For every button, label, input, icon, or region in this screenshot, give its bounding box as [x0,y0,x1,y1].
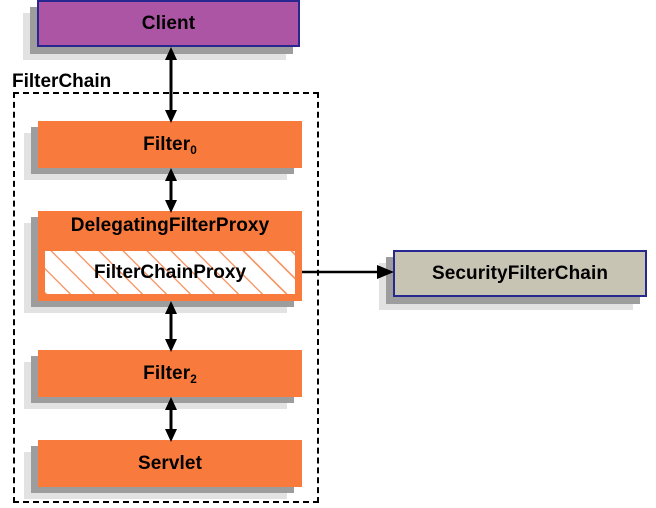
node-delegating-filter-proxy-label: DelegatingFilterProxy [70,215,270,236]
node-filter2[interactable]: Filter2 [38,350,302,397]
node-filter0-subscript: 0 [190,143,197,157]
connector-filterchainproxy-to-securityfilterchain [302,261,394,283]
connector-filter0-to-delegatingfilterproxy [160,168,182,213]
node-client-label: Client [141,13,196,34]
node-filter0[interactable]: Filter0 [38,121,302,168]
filterchain-group-label: FilterChain [12,71,112,92]
filterchain-group-box [13,92,319,503]
node-filter0-label: Filter0 [143,134,197,157]
connector-filter2-to-servlet [160,397,182,442]
node-security-filter-chain[interactable]: SecurityFilterChain [393,250,647,297]
node-filter-chain-proxy-label: FilterChainProxy [93,261,247,283]
connector-client-to-filter0 [160,47,182,123]
node-filter2-subscript: 2 [190,372,197,386]
node-filter2-label: Filter2 [143,363,197,386]
node-filter-chain-proxy[interactable]: FilterChainProxy [43,249,297,296]
node-servlet[interactable]: Servlet [38,440,302,487]
node-security-filter-chain-label: SecurityFilterChain [431,263,609,284]
connector-delegatingfilterproxy-to-filter2 [160,301,182,352]
node-client[interactable]: Client [37,0,300,47]
node-servlet-label: Servlet [137,453,203,474]
